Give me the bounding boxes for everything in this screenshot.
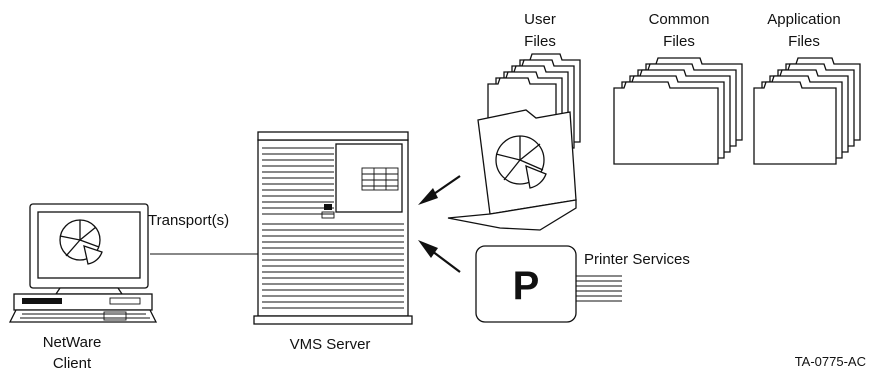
- printer-services-label: Printer Services: [584, 251, 690, 268]
- screen-pie-chart-icon: [59, 219, 103, 265]
- netware-client-label-line2: Client: [53, 355, 92, 372]
- pie-chart-icon: [495, 135, 547, 189]
- common-files-label-line2: Files: [663, 33, 695, 50]
- open-folder-icon: [447, 109, 577, 231]
- application-files-label-line2: Files: [788, 33, 820, 50]
- application-files-stack: [753, 57, 861, 165]
- user-files-label-line1: User: [524, 11, 556, 28]
- workstation-icon: [8, 203, 158, 323]
- figure-id-label: TA-0775-AC: [795, 354, 866, 369]
- printer-letter: P: [513, 264, 540, 308]
- application-files-label-line1: Application: [767, 11, 840, 28]
- user-files-label-line2: Files: [524, 33, 556, 50]
- common-files-stack: [613, 57, 743, 165]
- transport-label: Transport(s): [148, 212, 229, 229]
- arrow-from-files-icon: [418, 175, 461, 205]
- arrow-from-printer-icon: [418, 240, 461, 273]
- netware-client-label-line1: NetWare: [43, 334, 102, 351]
- vms-server-icon: [253, 131, 413, 325]
- common-files-label-line1: Common: [649, 11, 710, 28]
- vms-server-label: VMS Server: [290, 336, 371, 353]
- printer-icon: P: [475, 245, 622, 323]
